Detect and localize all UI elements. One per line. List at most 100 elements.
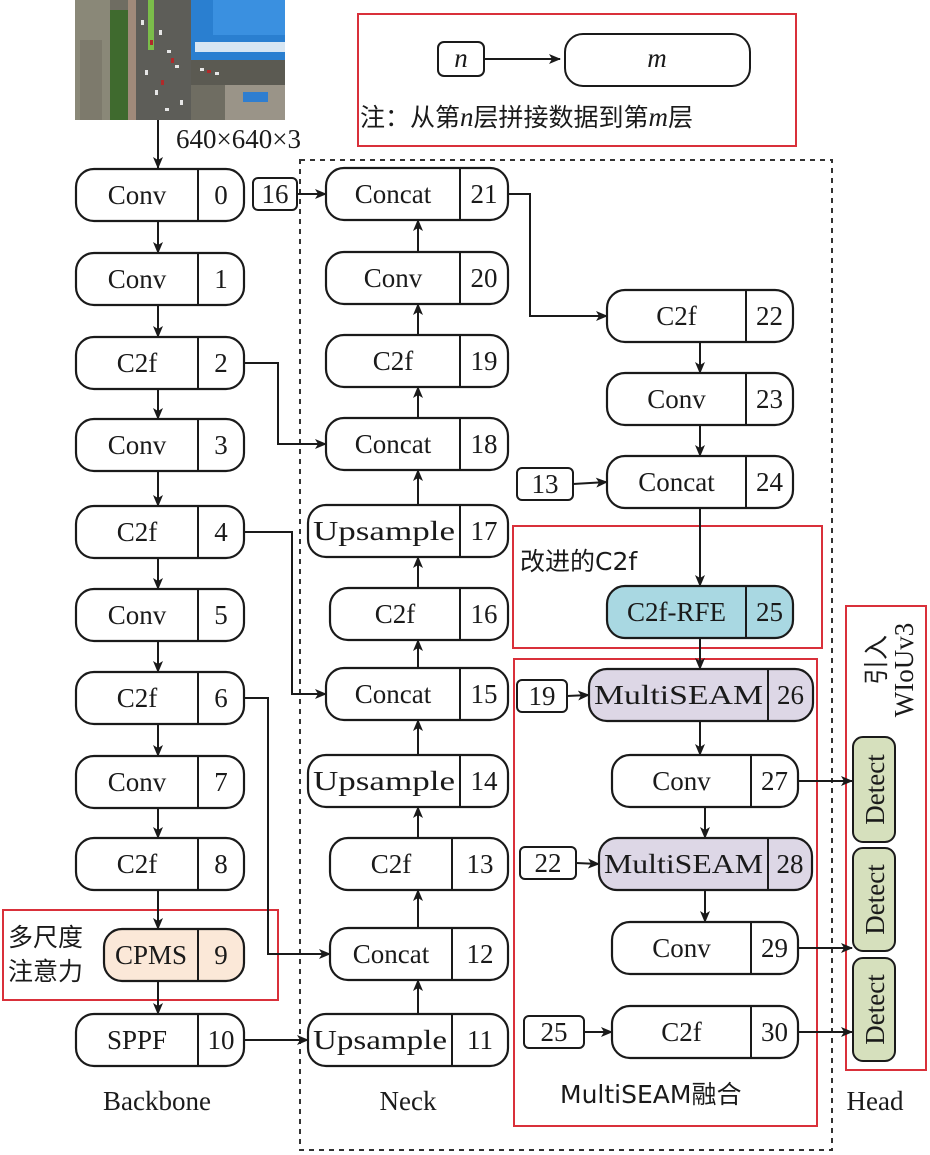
layer-node-name: Concat (355, 429, 432, 459)
ref-box (523, 1015, 585, 1049)
layer-node-box (74, 670, 246, 726)
layer-node-name: C2f (371, 849, 412, 879)
layer-node-index: 27 (761, 766, 788, 796)
legend-target-label: m (647, 43, 667, 73)
layer-node-index: 21 (471, 179, 498, 209)
layer-node-name: Concat (353, 939, 430, 969)
ref-arrow (566, 690, 590, 701)
layer-node-name: Conv (647, 384, 706, 414)
legend-note-n: n (460, 102, 474, 132)
layer-node-3: Conv 3 (74, 417, 246, 473)
head-annotation-line2: WIoUv3 (889, 623, 919, 717)
connector-arrow (244, 362, 327, 449)
layer-node-12: Concat 12 (328, 926, 510, 982)
layer-node-name: Conv (652, 766, 711, 796)
legend-box: n m 注：从第n层拼接数据到第m层 (357, 13, 797, 147)
detect-box (852, 957, 896, 1062)
layer-node-index: 10 (208, 1025, 235, 1055)
layer-node-box (587, 667, 815, 723)
ref-box (519, 846, 577, 880)
head-annotation: 引入 WIoUv3 (862, 623, 919, 717)
layer-node-name: Conv (364, 263, 423, 293)
detect-block-3: Detect (852, 957, 896, 1062)
layer-node-box (324, 333, 510, 389)
layer-node-name: Conv (108, 430, 167, 460)
layer-node-box (74, 417, 246, 473)
layer-node-name: Conv (108, 600, 167, 630)
layer-node-box (74, 504, 246, 560)
legend-target-box (564, 33, 751, 87)
layer-node-index: 12 (467, 939, 494, 969)
layer-node-box (74, 167, 246, 223)
layer-node-box (324, 666, 510, 722)
legend-note-part: 层拼接数据到第 (474, 103, 649, 132)
ref-arrow (575, 858, 600, 869)
layer-node-name: C2f (375, 599, 416, 629)
layer-node-index: 3 (214, 430, 228, 460)
layer-node-box (74, 587, 246, 643)
ref-box (252, 177, 298, 211)
layer-node-index: 8 (214, 849, 228, 879)
legend-source-box (437, 41, 485, 77)
layer-node-index: 16 (471, 599, 498, 629)
ref-box (516, 679, 568, 713)
layer-node-index: 7 (214, 767, 228, 797)
layer-node-name: C2f (117, 348, 158, 378)
detect-label: Detect (860, 864, 890, 935)
layer-node-index: 24 (756, 467, 784, 497)
ref-box-label: 19 (529, 681, 556, 711)
layer-node-index: 9 (214, 940, 228, 970)
ref-box-label: 22 (535, 848, 562, 878)
input-image (75, 0, 285, 120)
head-label: Head (847, 1086, 904, 1116)
connectors (153, 189, 853, 1045)
connector-arrow (508, 193, 608, 321)
layer-node-27: Conv 27 (610, 753, 800, 809)
detect-block-1: Detect (852, 736, 896, 843)
layer-node-index: 6 (214, 683, 228, 713)
layer-node-index: 19 (471, 346, 498, 376)
head-highlight-frame (845, 605, 927, 1071)
layer-node-name: C2f (117, 517, 158, 547)
legend-note: 注：从第n层拼接数据到第m层 (360, 102, 693, 132)
layer-node-box (74, 335, 246, 391)
layer-node-name: Conv (652, 933, 711, 963)
layer-node-box (102, 927, 246, 983)
head-annotation-line1: 引入 (862, 635, 891, 685)
ref-box-19-to-26: 19 (516, 679, 568, 713)
layer-node-index: 28 (777, 849, 804, 879)
detect-box (852, 847, 896, 952)
ref-box-label: 16 (262, 179, 289, 209)
ref-arrow (572, 477, 608, 488)
detect-label: Detect (860, 754, 890, 825)
layer-node-18: Concat 18 (324, 416, 510, 472)
layer-node-name: Conv (108, 264, 167, 294)
connector-arrow (244, 531, 327, 699)
neck-label: Neck (380, 1086, 437, 1116)
legend-frame (357, 13, 797, 147)
cpms-annotation-line2: 注意力 (8, 957, 83, 986)
layer-node-index: 17 (471, 516, 498, 546)
layer-node-index: 14 (471, 766, 499, 796)
layer-node-index: 25 (756, 597, 783, 627)
layer-node-name: C2f (656, 301, 697, 331)
layer-node-index: 18 (471, 429, 498, 459)
